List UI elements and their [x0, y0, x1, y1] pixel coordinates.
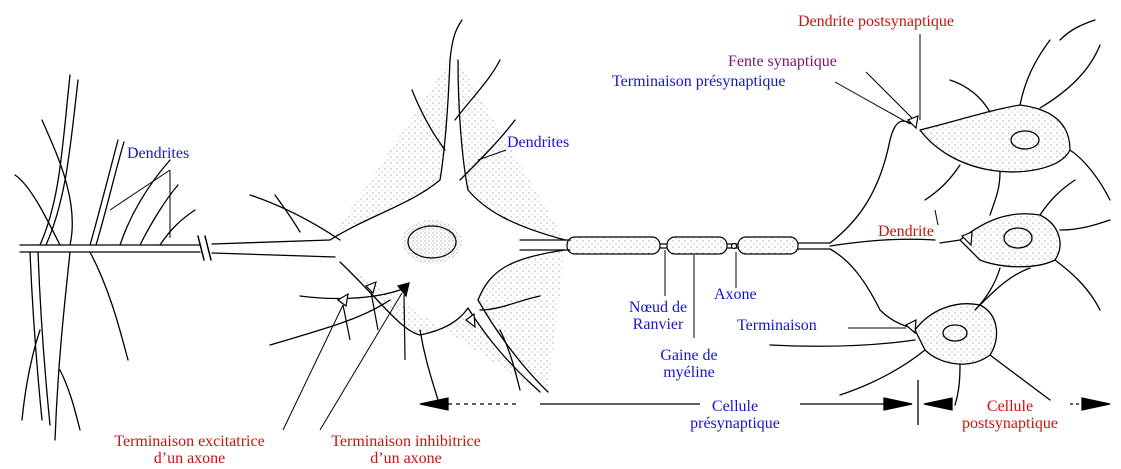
arrowhead-right — [884, 398, 912, 410]
label-line: Cellule — [950, 398, 1070, 415]
excitatory-terminal — [338, 294, 348, 306]
label-line: Terminaison inhibitrice — [306, 433, 506, 450]
presynaptic-neuron — [15, 20, 570, 440]
label-dendrites-soma: Dendrites — [507, 134, 569, 151]
myelinated-axon — [567, 237, 830, 254]
label-cellule-presynaptique: Cellule présynaptique — [670, 398, 800, 432]
label-line: myéline — [644, 364, 734, 381]
label-line: Terminaison excitatrice — [92, 433, 287, 450]
myelin-sheath — [738, 237, 798, 254]
label-dendrites-left: Dendrites — [127, 145, 189, 162]
label-axone: Axone — [714, 286, 757, 303]
myelin-sheath — [567, 237, 660, 254]
label-line: Nœud de — [617, 299, 699, 316]
postsynaptic-soma-top — [920, 105, 1070, 172]
label-fente-synaptique: Fente synaptique — [728, 53, 837, 70]
postsynaptic-neurons — [770, 20, 1110, 405]
arrowhead-left-post — [924, 398, 952, 410]
label-line: d’un axone — [92, 450, 287, 467]
label-cellule-postsynaptique: Cellule postsynaptique — [950, 398, 1070, 432]
label-terminaison-presynaptique: Terminaison présynaptique — [612, 73, 786, 90]
leader-lines — [110, 34, 938, 430]
postsynaptic-soma-bottom — [915, 304, 997, 364]
label-terminaison-excitatrice: Terminaison excitatrice d’un axone — [92, 433, 287, 467]
label-gaine-de-myeline: Gaine de myéline — [644, 347, 734, 381]
left-dendrite-trunk — [20, 245, 200, 252]
label-dendrite-postsynaptique: Dendrite postsynaptique — [798, 13, 954, 30]
label-line: Ranvier — [617, 316, 699, 333]
arrowhead-right-post — [1082, 398, 1110, 410]
label-line: Cellule — [670, 398, 800, 415]
label-line: Gaine de — [644, 347, 734, 364]
label-dendrite: Dendrite — [878, 223, 934, 240]
label-terminaison: Terminaison — [737, 317, 817, 334]
break-mark — [198, 236, 211, 260]
label-line: présynaptique — [670, 415, 800, 432]
myelin-sheath — [667, 237, 727, 254]
label-line: d’un axone — [306, 450, 506, 467]
label-noeud-de-ranvier: Nœud de Ranvier — [617, 299, 699, 333]
label-line: postsynaptique — [950, 415, 1070, 432]
arrowhead-left — [420, 398, 448, 410]
postsynaptic-soma-middle — [960, 214, 1060, 267]
label-terminaison-inhibitrice: Terminaison inhibitrice d’un axone — [306, 433, 506, 467]
